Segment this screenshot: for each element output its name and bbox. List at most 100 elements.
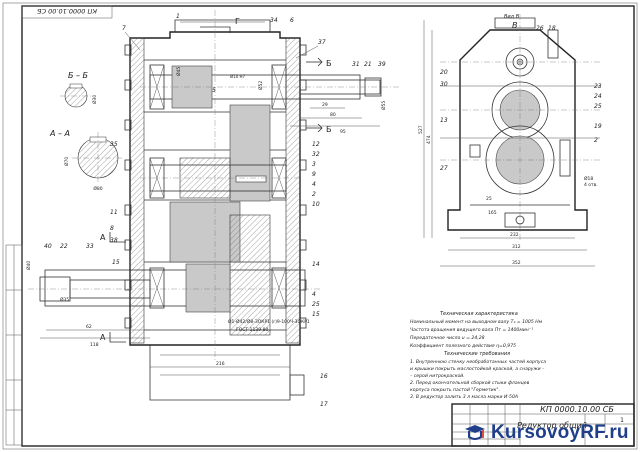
dim-d40: Ø40 — [25, 261, 32, 270]
section-aa: А – А Ø80 Ø70 — [49, 129, 124, 192]
leader-2: 2 — [312, 191, 316, 198]
watermark-logo-icon — [465, 425, 485, 440]
dim-62: 62 — [86, 324, 92, 330]
dim-527: 527 — [418, 125, 424, 134]
inner-frame — [21, 5, 635, 447]
dim-312: 312 — [512, 244, 521, 250]
leader-27: 27 — [440, 165, 448, 172]
leader-2b: 2 — [594, 137, 598, 144]
leader-13: 13 — [440, 117, 448, 124]
leader-6: 6 — [290, 17, 294, 24]
tech-line-2: Частота вращения ведущего вала Пт = 1400… — [410, 327, 533, 333]
dim-d52: Ø52 — [257, 81, 264, 90]
req-heading: Технические требования — [444, 351, 510, 357]
tech-line-1: Номинальный момент на выходном валу Т₂ =… — [410, 319, 543, 325]
drawing-title: Редуктор общий — [517, 421, 587, 430]
leader-24: 24 — [594, 93, 602, 100]
leader-12: 12 — [312, 141, 320, 148]
dim-shaft: Ø10 Н7 — [230, 74, 246, 79]
leader-5: 5 — [212, 87, 216, 94]
dim-25: 25 — [486, 196, 492, 202]
leader-8: 8 — [110, 225, 114, 232]
view-v: В — [512, 21, 518, 30]
left-flange — [124, 37, 145, 344]
dim-352: 352 — [512, 260, 521, 266]
section-aa-title: А – А — [49, 129, 70, 138]
label-a-top: А — [100, 233, 106, 242]
output-gear — [169, 201, 271, 336]
aa-dim-2: Ø70 — [63, 157, 70, 166]
aa-dim: Ø80 — [93, 185, 102, 192]
leader-15b: 15 — [112, 259, 120, 266]
tech-notes: Техническая характеристика Номинальный м… — [410, 311, 546, 400]
leader-4: 4 — [312, 181, 316, 188]
leader-9: 9 — [312, 171, 316, 178]
leader-22: 22 — [60, 243, 68, 250]
leader-21: 21 — [364, 61, 372, 68]
side-dimensions: 232 312 352 474 527 25 Ø18 4 отв. 165 — [418, 20, 598, 267]
dim-474: 474 — [426, 135, 432, 144]
leader-16: 16 — [320, 373, 328, 380]
leader-3: 3 — [312, 161, 316, 168]
dim-216: 216 — [216, 361, 225, 367]
leader-17: 17 — [320, 401, 328, 408]
code-box-rotated: КП 0000.10.00 СБ — [21, 5, 113, 19]
dim-d55: Ø55 — [380, 101, 387, 110]
leader-26: 26 — [536, 25, 544, 32]
leader-7: 7 — [122, 25, 126, 32]
dim-4holes: 4 отв. — [584, 182, 598, 188]
tech-line-4: Коэффициент полезного действия η=0,975 — [410, 343, 516, 349]
leader-41: 25 — [312, 301, 320, 308]
req-4: 2. Перед окончательной сборкой стыки фла… — [410, 380, 530, 386]
right-flange — [285, 37, 307, 344]
leader-1: 1 — [176, 13, 180, 20]
dim-d35: Ø35 — [60, 296, 69, 303]
main-section-view — [28, 10, 400, 401]
leader-20: 20 — [440, 69, 448, 76]
left-strip — [5, 244, 23, 446]
label-g: Г — [235, 17, 240, 26]
designation: КП 0000.10.00 СБ — [540, 405, 614, 414]
req-3: – серой нитрокраской. — [410, 373, 465, 379]
leader-labels: 7 1 34 6 37 5 31 21 39 35 33 12 32 3 9 4… — [44, 13, 386, 408]
leader-38: 38 — [110, 237, 118, 244]
req-6: 3. В редуктор залить 3 л масла марки И-5… — [410, 394, 518, 400]
side-view — [440, 14, 600, 240]
tech-heading: Техническая характеристика — [440, 311, 518, 317]
watermark: KursovoyRF.ru — [463, 420, 633, 448]
dim-d18: Ø18 — [584, 175, 593, 182]
req-1: 1. Внутреннюю стенку необработанных част… — [410, 359, 546, 365]
leader-23: 23 — [594, 83, 602, 90]
leader-18: 18 — [548, 25, 556, 32]
leader-11: 11 — [110, 209, 118, 216]
leader-40: 40 — [44, 243, 52, 250]
sheet-number: 1 — [620, 417, 624, 424]
label-b-top: Б — [326, 59, 332, 68]
leader-34: 34 — [270, 17, 278, 24]
label-b-bottom: Б — [326, 125, 332, 134]
leader-39: 39 — [378, 61, 386, 68]
title-block: КП 0000.10.00 СБ Редуктор общий 1 — [451, 403, 635, 447]
dim-80: 80 — [330, 112, 336, 118]
leader-15: 15 — [312, 311, 320, 318]
leader-30: 30 — [440, 81, 448, 88]
leader-32: 32 — [312, 151, 320, 158]
label-a-bottom: А — [100, 333, 106, 342]
side-leaders: Вид В В 26 18 20 30 23 24 25 19 2 13 27 — [440, 14, 602, 172]
section-bb: Б – Б Ø30 — [60, 71, 98, 108]
dim-118: 118 — [90, 342, 99, 348]
leader-4b: 4 — [312, 291, 316, 298]
leader-35: 35 — [110, 141, 118, 148]
section-bb-title: Б – Б — [68, 71, 89, 80]
leader-33: 33 — [86, 243, 94, 250]
leader-31: 31 — [352, 61, 360, 68]
output-shaft — [28, 263, 320, 313]
dim-165: 165 — [488, 210, 497, 216]
code-rotated: КП 0000.10.00 СБ — [37, 7, 97, 15]
intermediate-shaft — [140, 104, 300, 202]
view-v-note: Вид В — [504, 14, 520, 20]
main-dimensions: 62 118 216 29 80 95 Ø40 Ø55 Ø45 Ø52 Ø10 … — [25, 67, 387, 368]
